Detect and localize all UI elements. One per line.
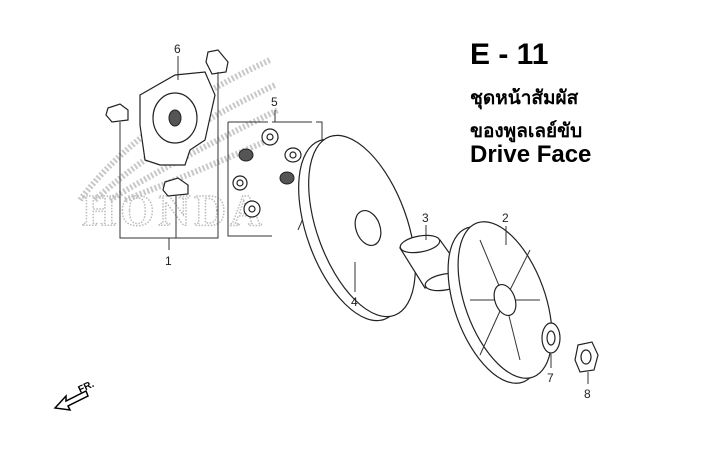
front-direction-label: FR. <box>77 379 96 396</box>
callout-7: 7 <box>547 371 554 385</box>
front-direction-arrow-icon <box>53 389 89 411</box>
callout-bracket-1 <box>119 56 219 250</box>
thai-title-line-2: ของพูลเลย์ขับ <box>470 120 583 142</box>
thai-title-line-1: ชุดหน้าสัมผัส <box>470 87 579 109</box>
diagram-code: E - 11 <box>470 38 549 71</box>
callout-4: 4 <box>351 295 358 309</box>
callout-5: 5 <box>271 95 278 109</box>
english-title: Drive Face <box>470 141 592 168</box>
movable-drive-face-part-4[interactable] <box>277 121 437 334</box>
ramp-plate-part-6[interactable] <box>139 71 216 166</box>
nut-part-8[interactable] <box>574 341 599 384</box>
callout-6: 6 <box>174 42 181 56</box>
callout-1: 1 <box>165 254 172 268</box>
slide-pieces-part-1[interactable] <box>105 49 229 197</box>
washer-part-7[interactable] <box>541 322 561 368</box>
callout-3: 3 <box>422 211 429 225</box>
callout-2: 2 <box>502 211 509 225</box>
callout-8: 8 <box>584 387 591 401</box>
drive-face-fan-part-2[interactable] <box>429 209 570 395</box>
